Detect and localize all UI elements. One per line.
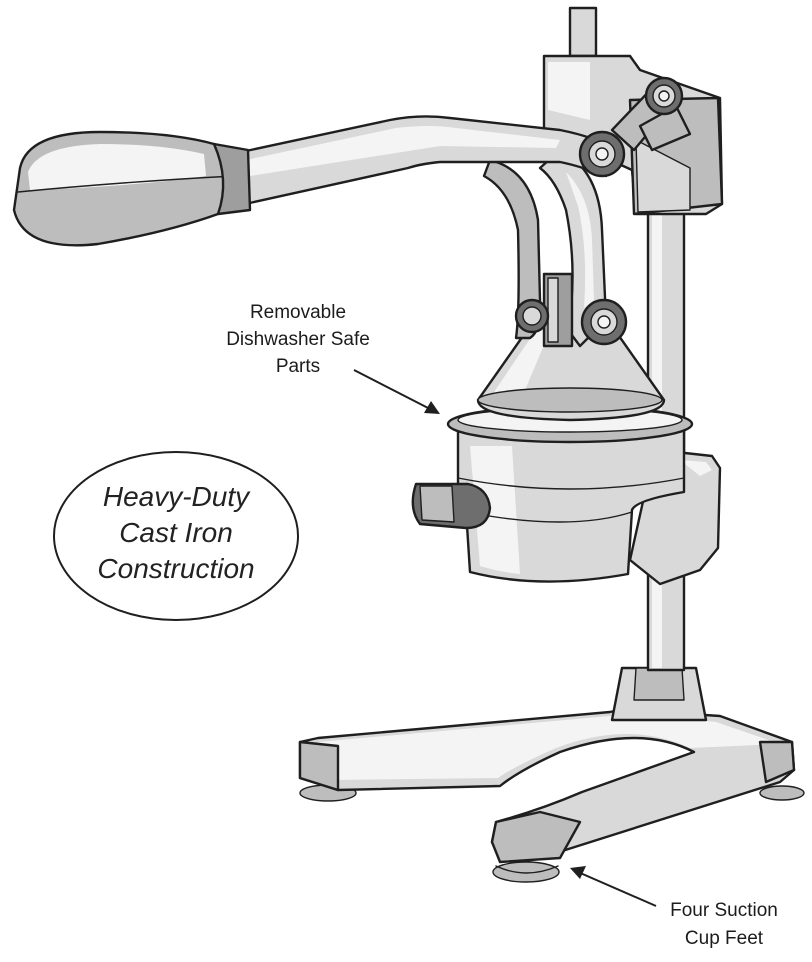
- arrow-head-icon: [424, 401, 440, 414]
- linkage-arms: [482, 148, 608, 348]
- callout-parts-line-3: Parts: [276, 356, 320, 377]
- bolt-lever-pivot: [578, 130, 626, 178]
- suction-foot-back-right: [759, 785, 805, 801]
- bolt-left-arm: [514, 298, 550, 334]
- pivot-bolts: [514, 76, 692, 346]
- badge-line-1: Heavy-Duty: [103, 481, 251, 512]
- callout-feet-line-2: Cup Feet: [685, 928, 764, 949]
- callout-parts-line-1: Removable: [250, 302, 346, 323]
- badge-oval: [53, 451, 299, 621]
- construction-badge: Heavy-Duty Cast Iron Construction: [53, 451, 299, 621]
- suction-foot-front: [492, 861, 560, 883]
- callout-removable-parts: Removable Dishwasher Safe Parts: [226, 302, 440, 414]
- badge-line-3: Construction: [97, 553, 254, 584]
- callout-suction-feet: Four Suction Cup Feet: [570, 866, 778, 949]
- arrow-head-icon: [570, 866, 586, 879]
- u-shaped-base: [298, 707, 805, 883]
- column-collar: [610, 666, 708, 722]
- press-cone: [476, 317, 666, 422]
- callout-feet-arrow: [577, 871, 657, 907]
- callout-parts-arrow: [353, 369, 433, 411]
- callout-feet-line-1: Four Suction: [670, 900, 778, 921]
- callout-parts-line-2: Dishwasher Safe: [226, 329, 370, 350]
- badge-line-2: Cast Iron: [119, 517, 233, 548]
- bolt-lower-right: [580, 298, 628, 346]
- press-handle: [12, 115, 614, 247]
- bolt-upper-right: [644, 76, 684, 116]
